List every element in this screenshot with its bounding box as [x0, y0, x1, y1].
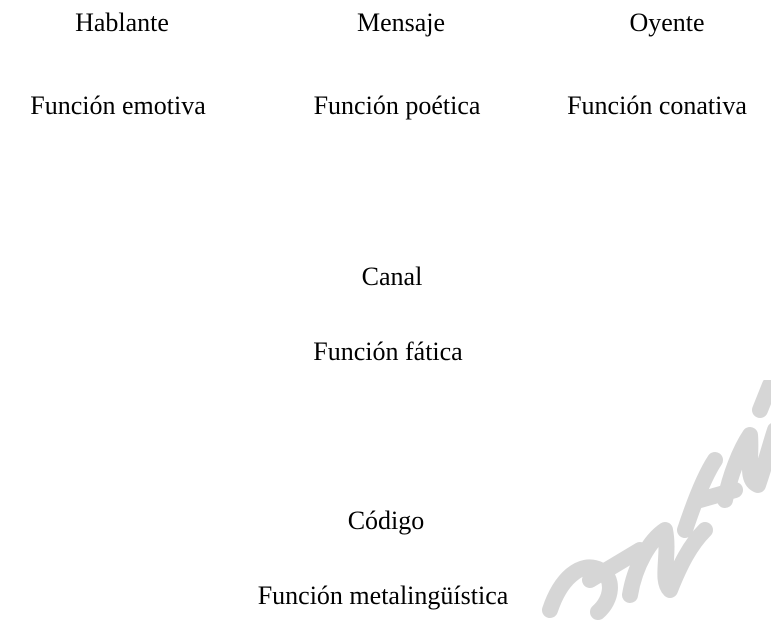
code-function: Función metalingüística: [257, 581, 509, 610]
listener-function: Función conativa: [567, 91, 747, 120]
speaker-label: Hablante: [75, 8, 169, 37]
code-label: Código: [347, 506, 425, 535]
message-function: Función poética: [313, 91, 481, 120]
channel-label: Canal: [361, 262, 423, 291]
message-label: Mensaje: [356, 8, 446, 37]
watermark-logo: [542, 380, 771, 620]
listener-label: Oyente: [629, 8, 705, 37]
speaker-function: Función emotiva: [30, 91, 206, 120]
channel-function: Función fática: [313, 337, 463, 366]
